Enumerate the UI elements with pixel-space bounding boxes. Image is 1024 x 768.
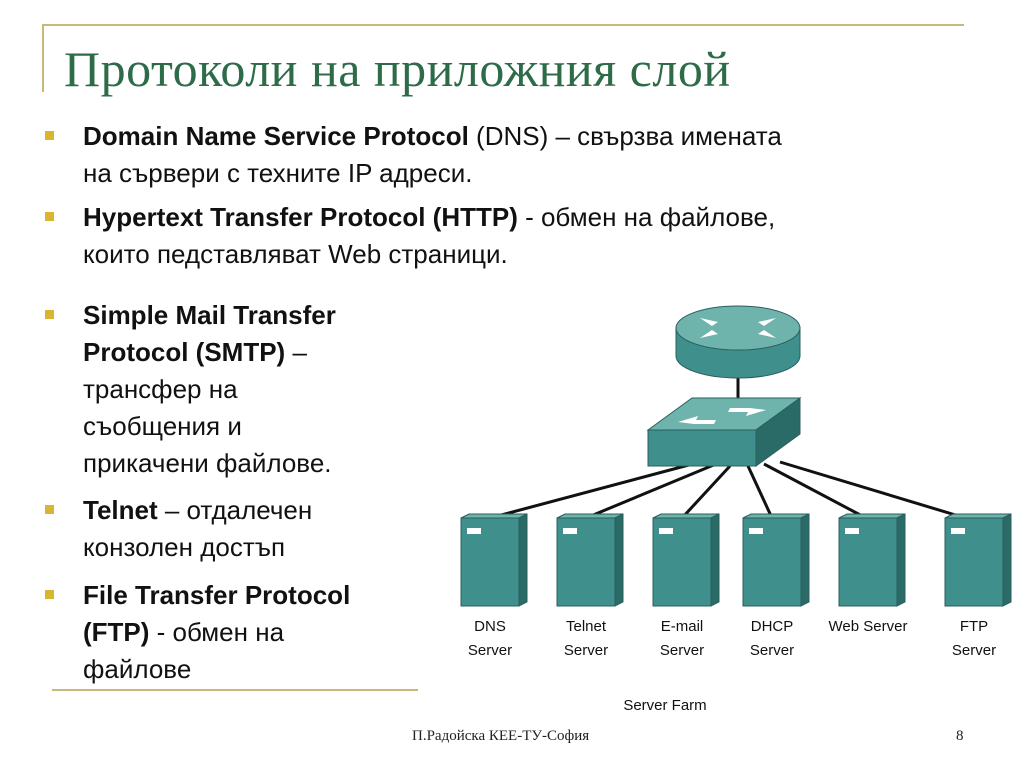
footer-author: П.Радойска КЕЕ-ТУ-София [412,728,590,744]
bullet-http-bold: Hypertext Transfer Protocol (HTTP) [83,202,518,232]
bullet-ftp-bold1: File Transfer Protocol [83,580,351,610]
server-label-telnet-2: Server [564,642,608,659]
bullet-telnet-bold: Telnet [83,495,158,525]
bottom-rule [52,689,418,691]
bullet-telnet-text1: – отдалечен [157,495,313,525]
server-label-ftp-2: Server [952,642,996,659]
bullet-dns-text2: на сървери с техните IP адреси. [83,158,473,188]
cable-dns [489,460,701,520]
bullet-http-text2: които педставляват Web страници. [83,239,508,269]
bullet-marker [45,131,54,140]
server-farm-caption: Server Farm [623,697,706,714]
bullet-ftp-text2: - обмен на [149,617,285,647]
cable-ftp [779,460,973,522]
network-cables [489,372,973,522]
server-label-web-1: Web Server [829,618,908,635]
server-icon-telnet [556,513,624,607]
servers-group [460,513,1012,607]
bullet-smtp-text5: прикачени файлове. [83,448,332,478]
server-label-telnet-1: Telnet [566,618,607,635]
server-farm-diagram: DNS Server Telnet Server E-mail Server D… [460,305,1012,714]
server-label-dhcp-1: DHCP [751,618,794,635]
bullet-smtp-text2: – [285,337,307,367]
server-label-email-1: E-mail [661,618,704,635]
bullet-marker [45,212,54,221]
switch-icon [646,397,802,467]
cable-telnet [585,462,717,520]
server-label-dhcp-2: Server [750,642,794,659]
bullet-smtp-text4: съобщения и [83,411,242,441]
bullet-ftp: File Transfer Protocol (FTP) - обмен на … [45,577,418,688]
bullet-telnet-text2: конзолен достъп [83,532,286,562]
bullet-smtp: Simple Mail Transfer Protocol (SMTP) – т… [45,297,413,482]
server-label-dns-1: DNS [474,618,506,635]
server-icon-dhcp [742,513,810,607]
bullet-http-text1: - обмен на файлове, [517,202,776,232]
bullet-dns-bold: Domain Name Service Protocol [83,121,469,151]
bullet-dns-text1: (DNS) – свързва имената [468,121,782,151]
bullet-telnet: Telnet – отдалечен конзолен достъп [45,492,413,566]
server-label-dns-2: Server [468,642,512,659]
bullet-smtp-text3: трансфер на [83,374,238,404]
bullet-marker [45,505,54,514]
bullet-ftp-bold2: (FTP) [83,617,150,647]
router-icon [675,305,801,379]
server-label-email-2: Server [660,642,704,659]
cable-email [680,464,732,520]
cable-dhcp [746,465,774,519]
bullet-dns: Domain Name Service Protocol (DNS) – свъ… [45,118,963,192]
bullet-marker [45,310,54,319]
bullet-marker [45,590,54,599]
bullet-ftp-text3: файлове [83,654,192,684]
top-rule [42,24,964,26]
bullet-smtp-bold1: Simple Mail Transfer [83,300,336,330]
server-icon-dns [460,513,528,607]
bullet-http: Hypertext Transfer Protocol (HTTP) - обм… [45,199,963,273]
server-icon-web [838,513,906,607]
server-label-ftp-1: FTP [960,618,988,635]
cable-web [763,462,867,520]
bullet-smtp-bold2: Protocol (SMTP) [83,337,286,367]
page-number: 8 [956,728,964,744]
server-icon-ftp [944,513,1012,607]
left-rule [42,24,44,92]
slide-title: Протоколи на приложния слой [64,41,731,97]
server-icon-email [652,513,720,607]
